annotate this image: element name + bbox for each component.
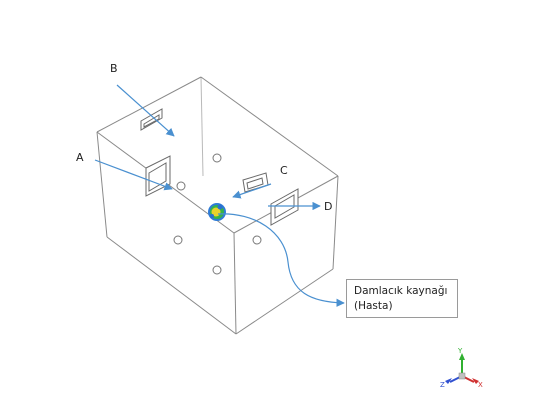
circular-vent bbox=[212, 265, 222, 275]
label-a: A bbox=[76, 151, 84, 164]
axis-y-label: Y bbox=[457, 347, 463, 355]
label-c: C bbox=[280, 164, 288, 177]
vent-b bbox=[140, 108, 163, 131]
circular-vents bbox=[173, 153, 262, 275]
label-b: B bbox=[110, 62, 118, 75]
callout-line-1: Damlacık kaynağı bbox=[354, 285, 448, 297]
axis-z-label: Z bbox=[440, 381, 445, 389]
arrow-callout bbox=[217, 213, 345, 307]
arrow-b bbox=[116, 84, 175, 137]
circular-vent bbox=[173, 235, 183, 245]
vent-d bbox=[270, 188, 299, 226]
circular-vent bbox=[252, 235, 262, 245]
axis-triad: Y X Z bbox=[440, 347, 483, 389]
vent-a bbox=[145, 155, 171, 197]
label-d: D bbox=[324, 200, 332, 213]
droplet-source-callout: Damlacık kaynağı (Hasta) bbox=[346, 279, 458, 318]
droplet-source-sphere bbox=[208, 203, 226, 221]
callout-line-2: (Hasta) bbox=[354, 300, 393, 312]
circular-vent bbox=[212, 153, 222, 163]
flow-arrows bbox=[94, 84, 345, 307]
axis-x-label: X bbox=[478, 381, 483, 389]
arrow-c bbox=[232, 183, 272, 199]
arrow-a bbox=[94, 159, 173, 191]
circular-vent bbox=[176, 181, 186, 191]
